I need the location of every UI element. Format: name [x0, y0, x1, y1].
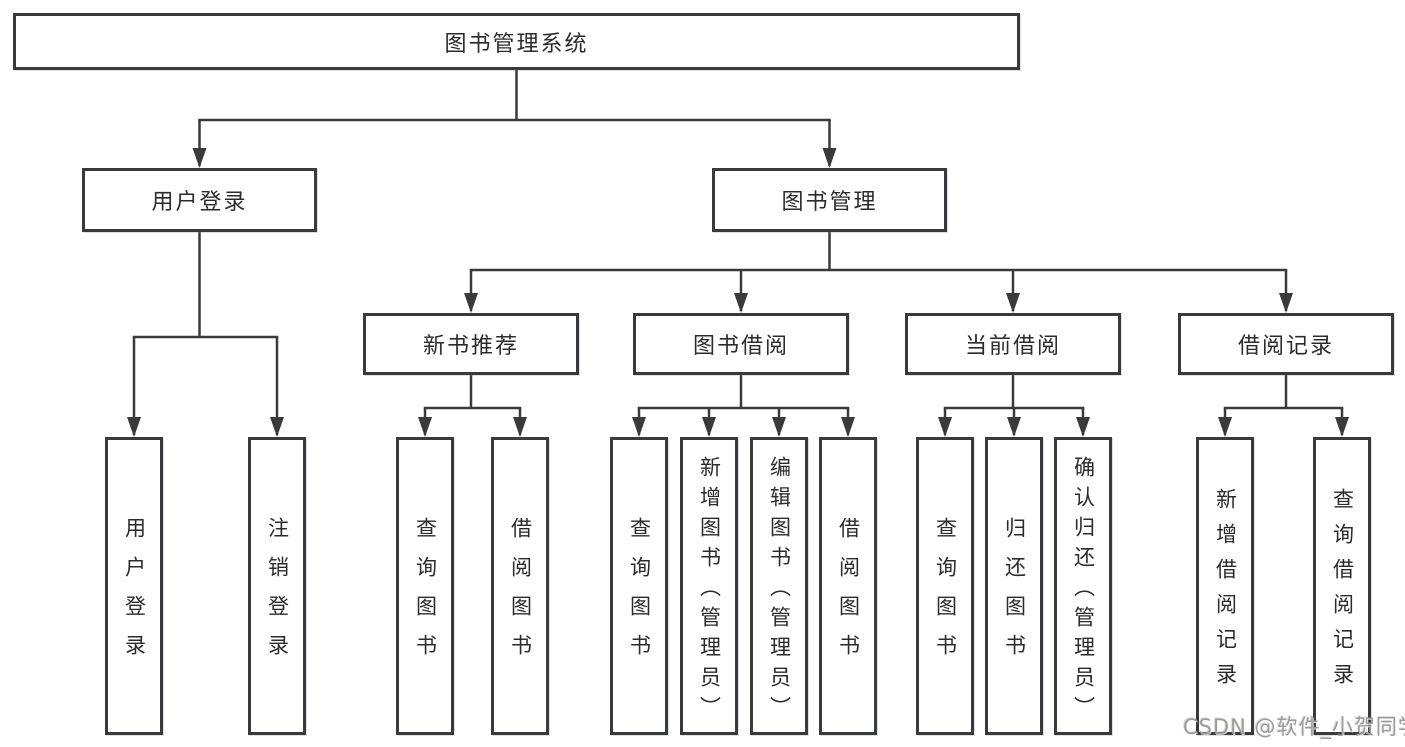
leaf-add-borrow-record: 新增借阅记录: [1196, 437, 1254, 735]
node-current-borrowing: 当前借阅: [905, 313, 1121, 375]
leaf-query-books-borrowing: 查询图书: [610, 437, 668, 735]
node-user-login: 用户登录: [82, 168, 317, 232]
node-new-book-recommendation: 新书推荐: [363, 313, 579, 375]
leaf-user-login: 用户登录: [105, 437, 163, 735]
leaf-query-books-recommend: 查询图书: [396, 437, 454, 735]
node-borrowing-records: 借阅记录: [1178, 313, 1394, 375]
node-book-borrowing: 图书借阅: [633, 313, 849, 375]
leaf-query-borrow-record: 查询借阅记录: [1313, 437, 1371, 735]
leaf-edit-books-admin: 编辑图书（管理员）: [750, 437, 808, 735]
leaf-borrow-books-recommend: 借阅图书: [491, 437, 549, 735]
leaf-logout: 注销登录: [248, 437, 306, 735]
leaf-return-books: 归还图书: [985, 437, 1043, 735]
leaf-borrow-books: 借阅图书: [819, 437, 877, 735]
node-book-management: 图书管理: [712, 168, 947, 232]
csdn-watermark: CSDN @软件_小贺同学: [1183, 715, 1405, 739]
leaf-add-books-admin: 新增图书（管理员）: [680, 437, 738, 735]
leaf-query-books-current: 查询图书: [916, 437, 974, 735]
node-root-library-management-system: 图书管理系统: [13, 13, 1020, 70]
leaf-confirm-return-admin: 确认归还（管理员）: [1054, 437, 1112, 735]
